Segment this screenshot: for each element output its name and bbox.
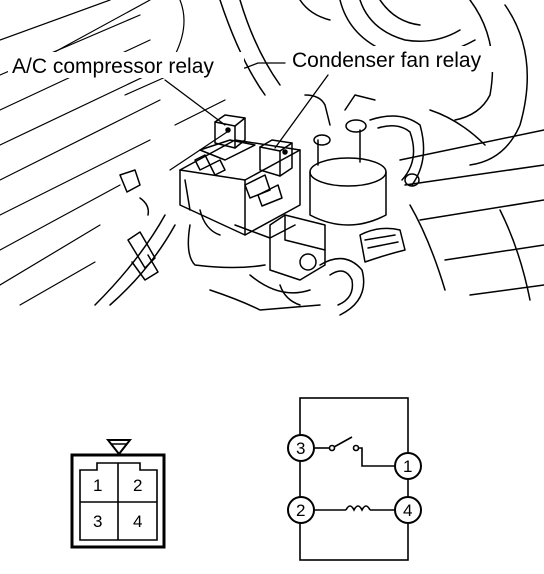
connector-grid xyxy=(79,462,158,541)
orientation-triangle-icon xyxy=(105,439,133,456)
connector-outline xyxy=(70,453,166,549)
hoses xyxy=(319,115,425,316)
lower-mechanism xyxy=(187,214,326,311)
engine-bay-illustration xyxy=(0,0,544,316)
right-structure xyxy=(399,129,544,301)
connector-pin-4: 4 xyxy=(133,512,142,531)
terminal-2-label: 2 xyxy=(296,501,305,520)
terminal-2 xyxy=(287,496,315,524)
strut-tower xyxy=(299,0,528,166)
condenser-relay-leader xyxy=(274,74,329,149)
relay-box xyxy=(179,139,301,239)
fender-panel xyxy=(0,0,231,306)
connector-pin-1: 1 xyxy=(93,476,102,495)
terminal-1-label: 1 xyxy=(403,457,412,476)
terminal-3 xyxy=(287,434,315,462)
terminal-3-label: 3 xyxy=(296,439,305,458)
ac-compressor-relay xyxy=(214,114,246,149)
condenser-fan-relay-label: Condenser fan relay xyxy=(292,49,482,72)
ac-label-bg xyxy=(8,52,244,78)
connector-pin-2: 2 xyxy=(133,476,142,495)
relay-coil xyxy=(345,505,371,512)
ac-relay-leader-drop xyxy=(164,79,226,126)
condenser-fan-relay xyxy=(259,139,293,177)
ac-compressor-relay-label: A/C compressor relay xyxy=(12,55,214,78)
schematic-outline xyxy=(299,397,409,561)
terminal-4 xyxy=(394,496,422,524)
relay-connector-diagram xyxy=(70,439,166,549)
relay-schematic xyxy=(287,397,422,561)
switch-arm xyxy=(333,436,353,448)
canister xyxy=(304,94,387,226)
body-edge-lines xyxy=(94,0,281,306)
side-connector xyxy=(119,169,159,281)
terminal-4-label: 4 xyxy=(403,501,412,520)
connector-pin-3: 3 xyxy=(93,512,102,531)
terminal-1 xyxy=(394,452,422,480)
condenser-label-bg xyxy=(288,46,508,72)
